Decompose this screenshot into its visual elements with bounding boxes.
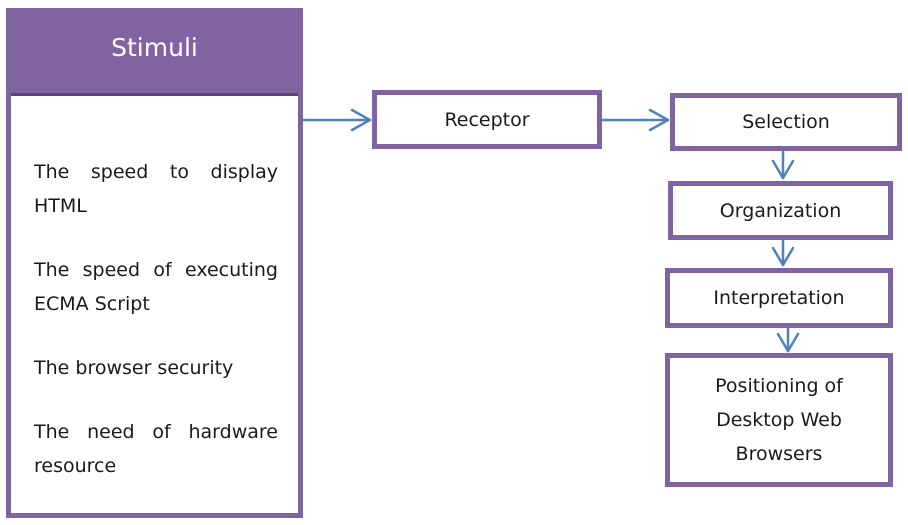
positioning-box: Positioning of Desktop Web Browsers	[665, 353, 893, 487]
arrow-interpretation-to-positioning	[776, 326, 800, 353]
stimuli-item-hardware-resource: The need of hardware resource	[34, 421, 278, 477]
selection-box: Selection	[670, 93, 902, 151]
receptor-box: Receptor	[372, 90, 602, 149]
arrow-selection-to-organization	[771, 149, 795, 180]
stimuli-panel: Stimuli The speed to display HTML The sp…	[6, 8, 303, 518]
positioning-label: Positioning of Desktop Web Browsers	[715, 375, 843, 465]
stimuli-header: Stimuli	[11, 13, 298, 96]
interpretation-box: Interpretation	[665, 268, 893, 328]
stimuli-list: The speed to display HTML The speed of e…	[34, 155, 278, 513]
stimuli-item-ecma-script-speed: The speed of executing ECMA Script	[34, 259, 278, 315]
organization-label: Organization	[719, 199, 842, 222]
stimuli-title: Stimuli	[111, 32, 198, 62]
stimuli-item-browser-security: The browser security	[34, 357, 234, 379]
organization-box: Organization	[668, 181, 893, 240]
interpretation-label: Interpretation	[713, 287, 845, 309]
selection-label: Selection	[742, 111, 830, 133]
receptor-label: Receptor	[444, 108, 530, 131]
arrow-receptor-to-selection	[600, 108, 670, 132]
arrow-stimuli-to-receptor	[301, 108, 372, 132]
arrow-organization-to-interpretation	[771, 238, 795, 267]
stimuli-item-html-speed: The speed to display HTML	[34, 161, 278, 217]
